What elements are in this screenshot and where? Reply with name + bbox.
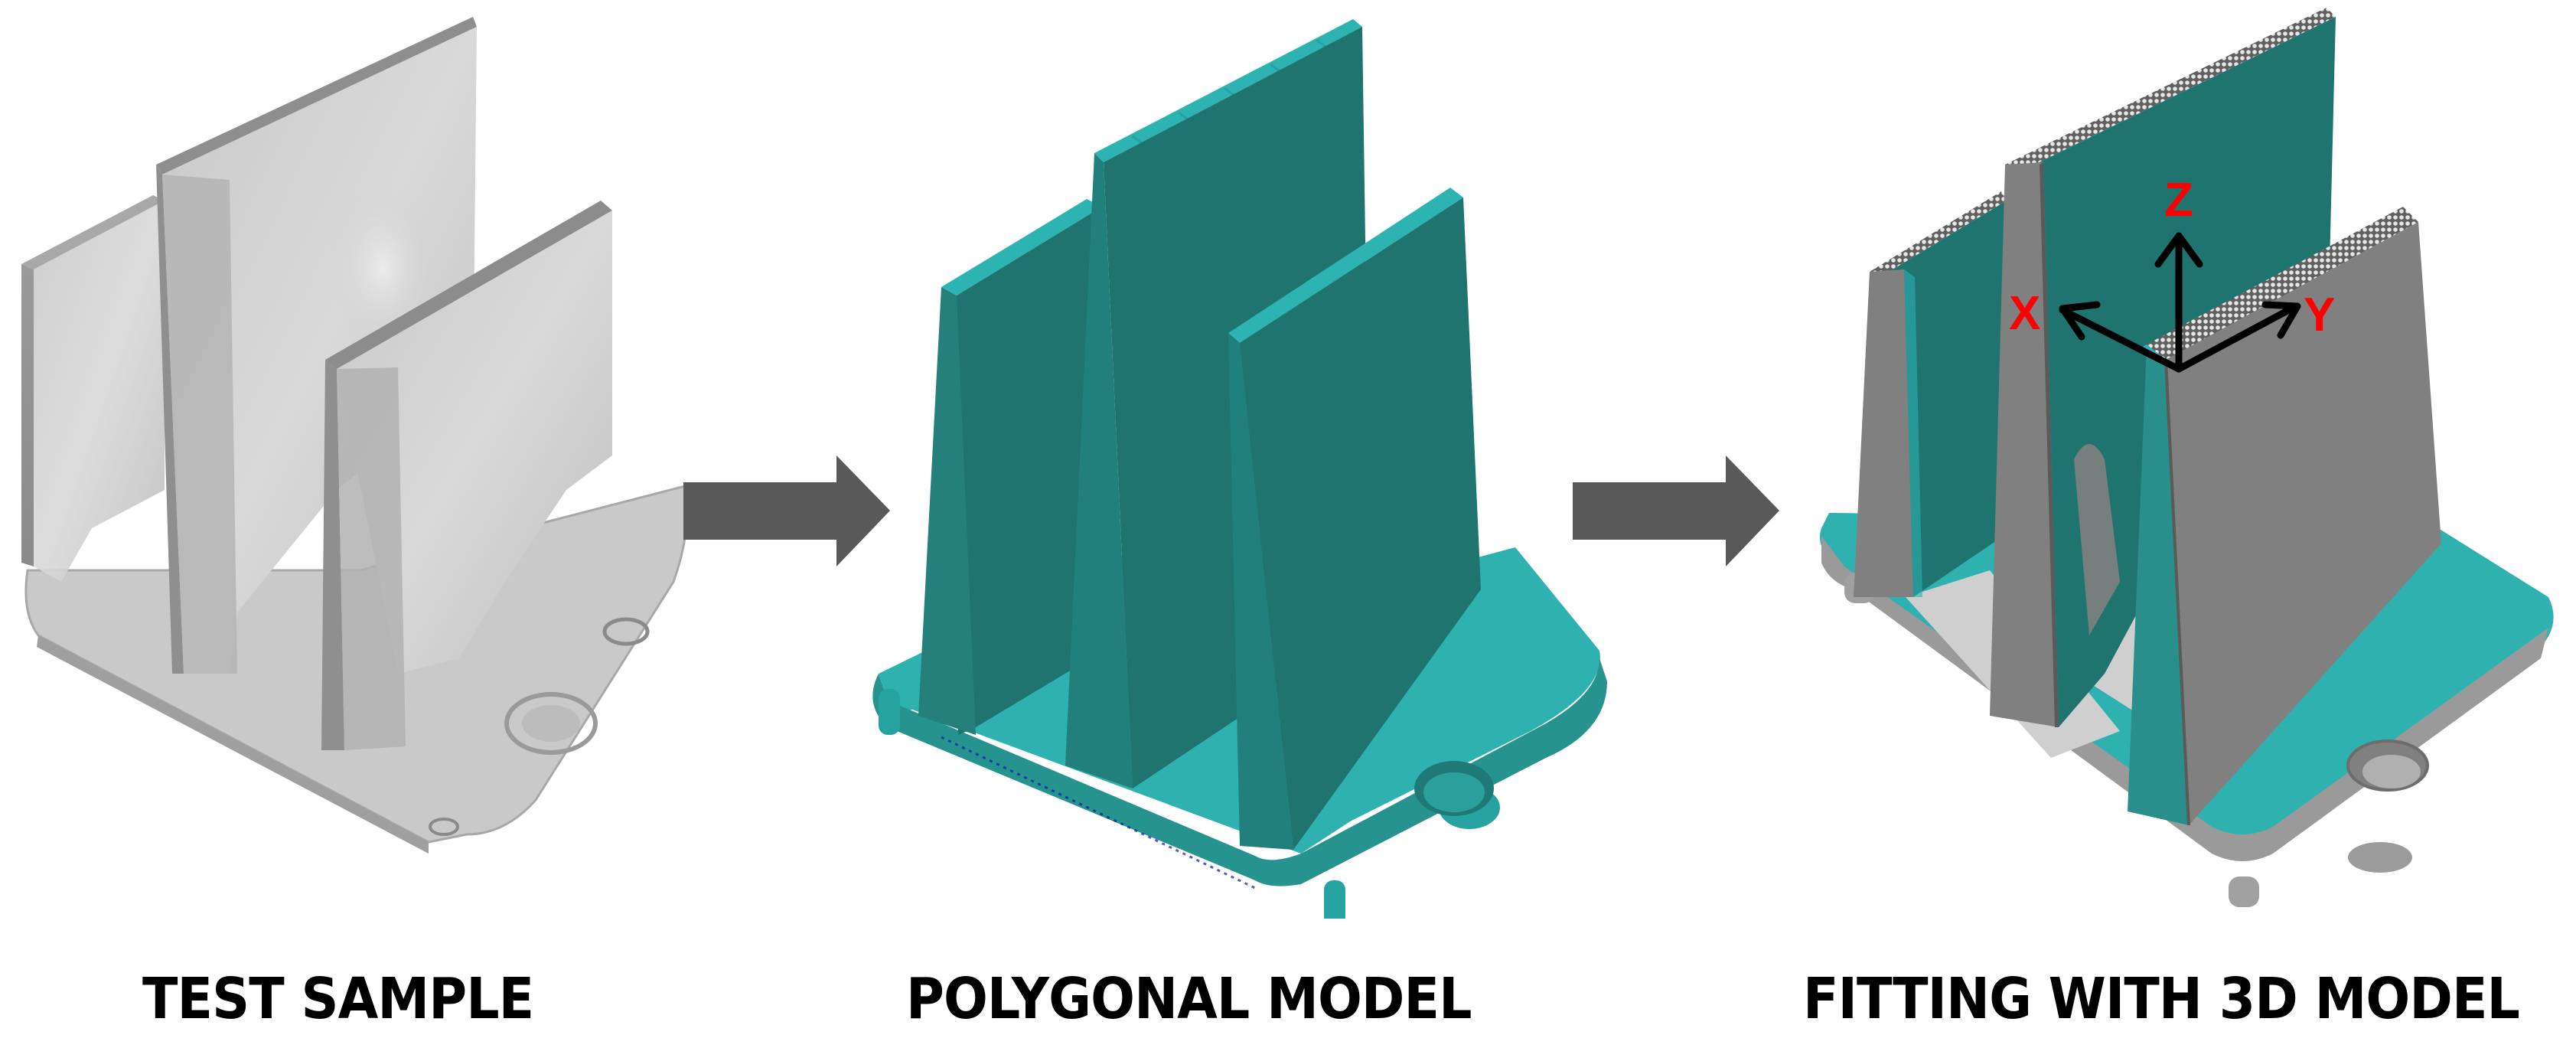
test-sample-image (21, 17, 689, 854)
y-axis-label: Y (2304, 289, 2335, 341)
test-sample-panel (0, 0, 689, 919)
caption-fitting-3d-model: FITTING WITH 3D MODEL (1803, 966, 2520, 1032)
polygonal-model-panel (842, 0, 1607, 919)
coordinate-axes: Z X Y (2009, 174, 2335, 373)
flow-arrow-2 (1573, 455, 1779, 566)
caption-test-sample: TEST SAMPLE (142, 966, 534, 1032)
right-arrow-icon (1573, 455, 1779, 566)
x-axis-label: X (2009, 287, 2040, 340)
polygonal-model-image (872, 19, 1607, 919)
flow-arrow-1 (683, 455, 890, 566)
fitting-model-panel: Z X Y (1798, 0, 2576, 949)
right-arrow-icon (683, 455, 890, 566)
fitting-model-image: Z X Y (1820, 8, 2554, 907)
z-axis-label: Z (2164, 174, 2193, 227)
caption-polygonal-model: POLYGONAL MODEL (906, 966, 1472, 1032)
